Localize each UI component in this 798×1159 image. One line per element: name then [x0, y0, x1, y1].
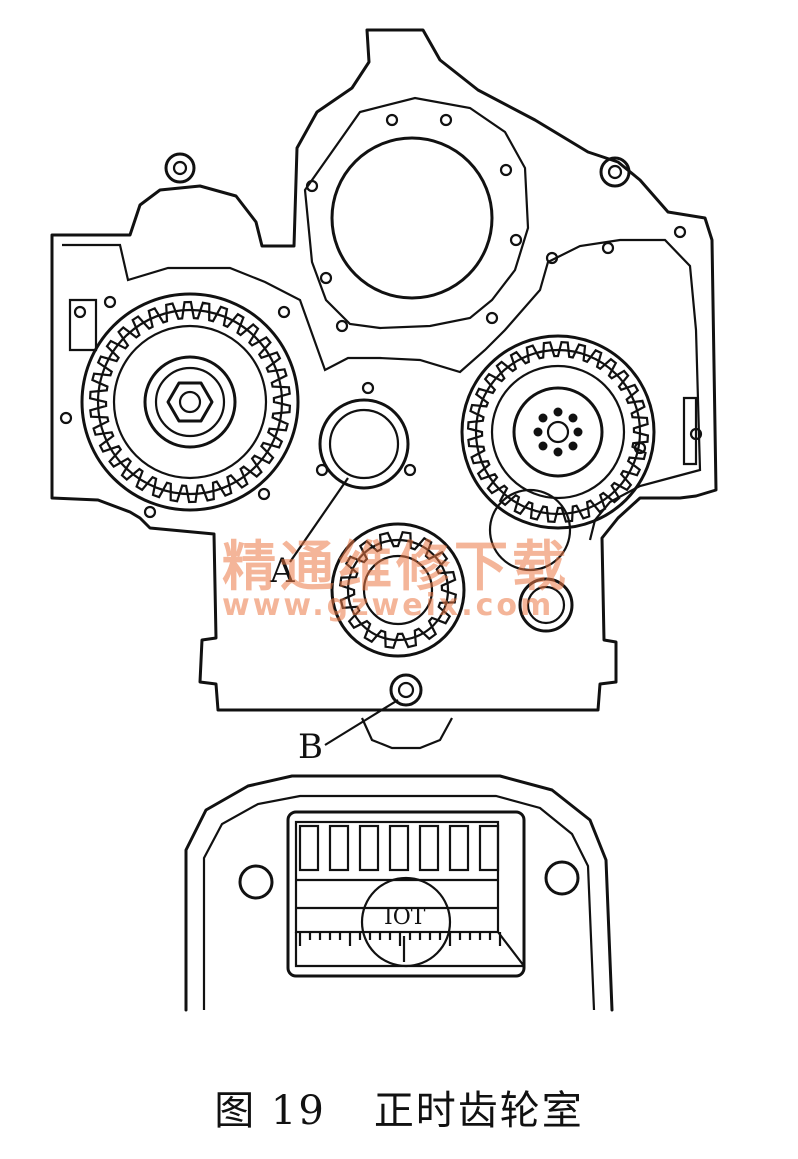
timing-mark-circle — [360, 876, 452, 968]
upper-cover-outline — [303, 96, 530, 330]
hub-hole-3 — [533, 427, 543, 437]
bolt-hole-18 — [315, 463, 329, 477]
flywheel-tooth-5 — [448, 824, 470, 872]
bolt-hole-8 — [499, 163, 513, 177]
bolt-hole-9 — [509, 233, 523, 247]
lower-right-opening — [518, 577, 574, 633]
bolt-hole-12 — [485, 311, 499, 325]
mount-ear-left-hole — [172, 160, 188, 176]
right-gear-teeth — [466, 340, 650, 524]
left-gear-teeth — [88, 300, 292, 504]
bolt-hole-11 — [335, 319, 349, 333]
mount-ear-left — [164, 152, 196, 184]
center-seal-inner — [328, 408, 400, 480]
right-camshaft-gear — [460, 334, 656, 530]
label-a: A — [269, 551, 295, 591]
mount-ear-right — [599, 156, 631, 188]
hub-hole-1 — [573, 427, 583, 437]
hub-hole-6 — [568, 441, 578, 451]
pointer-line-a — [289, 477, 349, 563]
figure-number: 图 19 — [214, 1088, 326, 1134]
lower-right-opening-inner — [526, 585, 566, 625]
hub-hole-4 — [568, 413, 578, 423]
housing-slot-0 — [68, 298, 98, 352]
bolt-hole-5 — [385, 113, 399, 127]
hub-hole-0 — [553, 407, 563, 417]
bolt-hole-6 — [439, 113, 453, 127]
flywheel-tooth-0 — [298, 824, 320, 872]
mount-ear-right-hole — [607, 164, 623, 180]
housing-outline — [50, 28, 718, 712]
bolt-hole-3 — [277, 305, 291, 319]
hub-hole-7 — [538, 441, 548, 451]
right-gear-mark-circle — [488, 488, 572, 572]
watermark-text: 精通维修下载 — [222, 535, 570, 598]
hub-hole-5 — [538, 413, 548, 423]
figure-title: 正时齿轮室 — [373, 1088, 584, 1134]
bolt-hole-17 — [633, 441, 647, 455]
left-camshaft-gear — [80, 292, 300, 512]
label-b: B — [298, 727, 323, 767]
housing-inner-line — [62, 238, 702, 541]
bolt-hole-13 — [545, 251, 559, 265]
flywheel-tooth-3 — [388, 824, 410, 872]
bolt-hole-21 — [143, 505, 157, 519]
bolt-hole-7 — [305, 179, 319, 193]
flywheel-tooth-4 — [418, 824, 440, 872]
bolt-b-inner — [397, 681, 415, 699]
bolt-hole-15 — [673, 225, 687, 239]
pointer-line-b — [324, 699, 399, 746]
bolt-hole-4 — [257, 487, 271, 501]
flywheel-tooth-1 — [328, 824, 350, 872]
upper-opening — [330, 136, 494, 300]
bolt-b — [389, 673, 423, 707]
crankshaft-gear-teeth — [338, 530, 458, 650]
housing-slot-1 — [682, 396, 698, 466]
center-seal-outer — [318, 398, 410, 490]
bolt-hole-0 — [59, 411, 73, 425]
timing-gear-housing-diagram: A B IOT — [50, 28, 718, 1012]
hub-hole-2 — [553, 447, 563, 457]
watermark-url: www.gzweix.com — [222, 588, 555, 623]
flywheel-tooth-6 — [478, 824, 500, 872]
flywheel-housing-view — [184, 774, 614, 1012]
bolt-hole-1 — [73, 305, 87, 319]
flywheel-tooth-2 — [358, 824, 380, 872]
bolt-hole-2 — [103, 295, 117, 309]
timing-mark-label: IOT — [384, 905, 426, 930]
bolt-hole-20 — [361, 381, 375, 395]
bolt-hole-14 — [601, 241, 615, 255]
bolt-hole-19 — [403, 463, 417, 477]
figure-caption: 图 19 正时齿轮室 — [0, 1078, 798, 1136]
lower-partial-gear — [360, 717, 453, 750]
bolt-hole-10 — [319, 271, 333, 285]
crankshaft-gear — [330, 522, 466, 658]
